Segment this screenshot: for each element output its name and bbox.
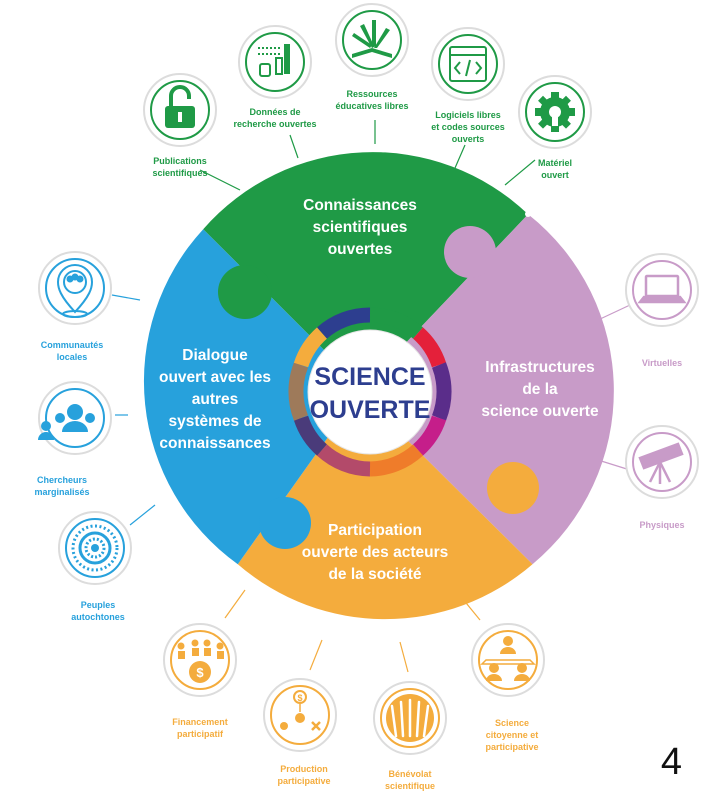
- purple-label-line3: science ouverte: [481, 403, 599, 420]
- caption-line1: Logiciels libres: [435, 110, 501, 120]
- crowdfunding-icon: $: [177, 639, 224, 683]
- caption-line1: Financement: [172, 717, 228, 727]
- caption-line1: Peuples: [81, 600, 116, 610]
- caption-line2: citoyenne et: [486, 730, 539, 740]
- item-virtuelles: Virtuelles: [625, 253, 699, 368]
- blue-label-line4: systèmes de: [168, 413, 261, 430]
- data-chart-icon: [258, 44, 290, 77]
- page-number: 4: [660, 741, 682, 783]
- blue-label-line3: autres: [192, 391, 239, 408]
- knob-white-gap-1: [525, 211, 531, 217]
- item-physiques: Physiques: [625, 425, 699, 530]
- caption-line1: Physiques: [639, 520, 684, 530]
- code-window-icon: [449, 46, 487, 82]
- item-chercheurs-marginalises: Chercheurs marginalisés: [34, 381, 112, 497]
- caption-line1: Communautés: [41, 340, 104, 350]
- item-science-citoyenne: Science citoyenne et participative: [471, 623, 545, 752]
- knob-orange-into-purple: [487, 462, 539, 514]
- caption-line2: éducatives libres: [335, 101, 408, 111]
- concentric-circles-icon: [71, 524, 119, 572]
- community-pin-icon: [56, 264, 94, 318]
- segment-blue: [143, 229, 367, 565]
- caption-line2: marginalisés: [34, 487, 89, 497]
- puzzle-ring: SCIENCE OUVERTE: [143, 152, 614, 620]
- caption-line2: locales: [57, 352, 88, 362]
- caption-line2: autochtones: [71, 612, 125, 622]
- segment-blue-label: Dialogue ouvert avec les autres systèmes…: [159, 347, 271, 452]
- caption-line1: Production: [280, 764, 328, 774]
- caption-line2: participative: [277, 776, 330, 786]
- blue-label-line5: connaissances: [159, 435, 270, 452]
- caption-line2: scientifiques: [152, 168, 207, 178]
- item-logiciels-libres: Logiciels libres et codes sources ouvert…: [431, 27, 505, 144]
- caption-line3: participative: [485, 742, 538, 752]
- laptop-icon: [637, 274, 687, 304]
- segment-green: [203, 152, 529, 389]
- blue-label-line2: ouvert avec les: [159, 369, 271, 386]
- knob-green-into-blue: [218, 265, 272, 319]
- caption-line1: Bénévolat: [388, 769, 431, 779]
- item-publications-scientifiques: Publications scientifiques: [143, 73, 217, 178]
- center-title-line2: OUVERTE: [310, 396, 431, 424]
- caption-line3: ouverts: [452, 134, 485, 144]
- caption-line2: et codes sources: [431, 122, 505, 132]
- segment-orange: [237, 396, 533, 620]
- caption-line2: scientifique: [385, 781, 435, 791]
- citizen-science-icon: [480, 636, 536, 681]
- open-padlock-icon: [165, 85, 195, 128]
- blue-label-line1: Dialogue: [182, 347, 248, 364]
- item-benevolat-scientifique: Bénévolat scientifique: [373, 681, 447, 791]
- svg-text:$: $: [196, 665, 204, 680]
- green-label-line1: Connaissances: [303, 197, 417, 214]
- caption-line1: Science: [495, 718, 529, 728]
- caption-line1: Virtuelles: [642, 358, 682, 368]
- segment-green-label: Connaissances scientifiques ouvertes: [303, 197, 417, 258]
- item-ressources-educatives: Ressources éducatives libres: [335, 3, 409, 111]
- item-donnees-recherche: Données de recherche ouvertes: [233, 25, 317, 129]
- telescope-icon: [638, 442, 684, 484]
- segment-purple-label: Infrastructures de la science ouverte: [481, 359, 599, 420]
- orange-label-line2: ouverte des acteurs: [302, 544, 448, 561]
- caption-line1: Matériel: [538, 158, 572, 168]
- knob-blue-into-orange: [259, 497, 311, 549]
- svg-text:$: $: [297, 693, 302, 703]
- item-financement-participatif: $ Financement participatif: [163, 623, 237, 739]
- center-title-line1: SCIENCE: [314, 363, 425, 391]
- knob-purple-into-green: [444, 226, 496, 278]
- caption-line1: Chercheurs: [37, 475, 87, 485]
- co-production-icon: $: [280, 690, 321, 731]
- caption-line2: recherche ouvertes: [233, 119, 316, 129]
- item-peuples-autochtones: Peuples autochtones: [58, 511, 132, 622]
- open-book-icon: [352, 20, 392, 58]
- orange-label-line1: Participation: [328, 522, 422, 539]
- open-hardware-gear-icon: [535, 92, 575, 132]
- purple-label-line1: Infrastructures: [485, 359, 594, 376]
- orange-label-line3: de la société: [328, 566, 421, 583]
- green-label-line3: ouvertes: [328, 241, 393, 258]
- researchers-group-icon: [38, 404, 95, 440]
- item-communautes-locales: Communautés locales: [38, 251, 112, 362]
- caption-line1: Publications: [153, 156, 207, 166]
- item-materiel-ouvert: Matériel ouvert: [518, 75, 592, 180]
- purple-label-line2: de la: [522, 381, 558, 398]
- item-production-participative: $ Production participative: [263, 678, 337, 786]
- green-label-line2: scientifiques: [313, 219, 408, 236]
- segment-orange-label: Participation ouverte des acteurs de la …: [302, 522, 448, 583]
- caption-line2: participatif: [177, 729, 224, 739]
- raised-hands-icon: [386, 694, 434, 742]
- center-color-ring: [288, 307, 452, 477]
- caption-line1: Ressources: [346, 89, 397, 99]
- segment-purple: [358, 214, 614, 565]
- center-disc: [307, 329, 433, 455]
- caption-line1: Données de: [249, 107, 300, 117]
- caption-line2: ouvert: [541, 170, 569, 180]
